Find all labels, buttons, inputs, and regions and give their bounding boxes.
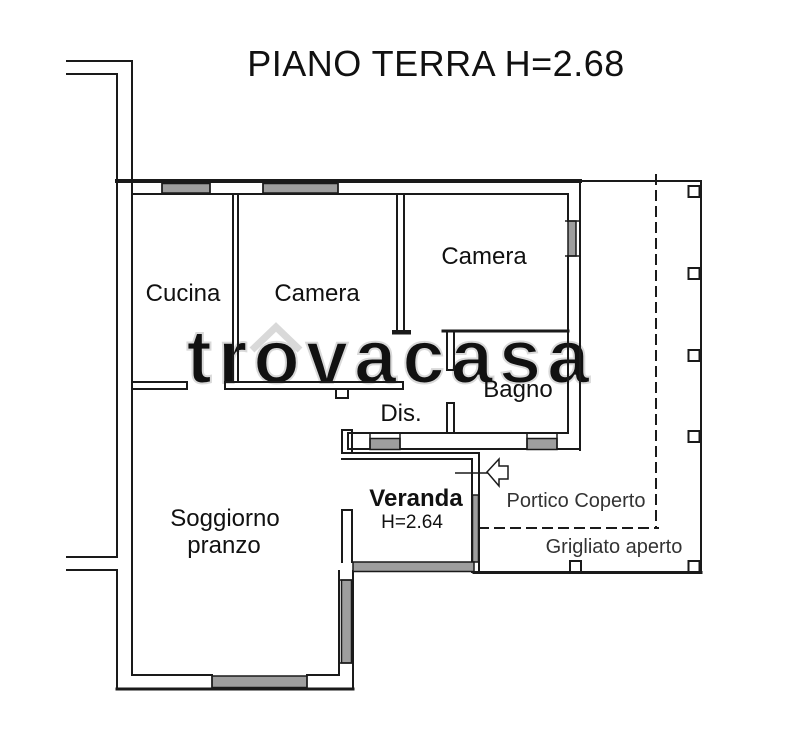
- entrance-arrow: [455, 457, 509, 489]
- watermark-text: trovacasa: [187, 315, 596, 400]
- portico-dashed-boundary: [478, 174, 659, 529]
- window-veranda-bottom: [352, 561, 475, 573]
- room-label-soggiorno-line2: pranzo: [187, 532, 260, 559]
- window-soggiorno-right: [340, 579, 353, 664]
- window-camera-top: [262, 182, 339, 194]
- windows: [161, 181, 581, 689]
- room-label-bagno: Bagno: [483, 376, 552, 403]
- page-title: PIANO TERRA H=2.68: [247, 43, 625, 84]
- pillars: [569, 185, 701, 573]
- watermark: trovacasa: [186, 314, 596, 401]
- portico-structure: [472, 174, 703, 574]
- label-grigliato-aperto: Grigliato aperto: [546, 536, 683, 558]
- window-veranda-right: [471, 494, 480, 563]
- room-label-veranda: Veranda: [369, 485, 463, 512]
- labels: PIANO TERRA H=2.68 Cucina Camera Camera …: [146, 43, 683, 559]
- room-label-camera-right: Camera: [441, 243, 527, 270]
- window-bagno-bottom: [526, 437, 558, 451]
- window-dis-bottom: [369, 437, 401, 451]
- window-soggiorno-bottom: [211, 675, 308, 689]
- room-label-cucina: Cucina: [146, 280, 221, 307]
- interior-walls: [131, 193, 570, 434]
- watermark-roof-icon: [249, 322, 303, 353]
- room-label-soggiorno-line1: Soggiorno: [170, 505, 279, 532]
- room-label-veranda-height: H=2.64: [381, 512, 443, 533]
- room-label-dis: Dis.: [380, 400, 421, 427]
- label-portico-coperto: Portico Coperto: [507, 490, 646, 512]
- entrance-arrow-icon: [485, 457, 509, 489]
- window-cucina-top: [161, 182, 211, 194]
- room-label-camera-mid: Camera: [274, 280, 360, 307]
- window-camera-right: [567, 220, 577, 257]
